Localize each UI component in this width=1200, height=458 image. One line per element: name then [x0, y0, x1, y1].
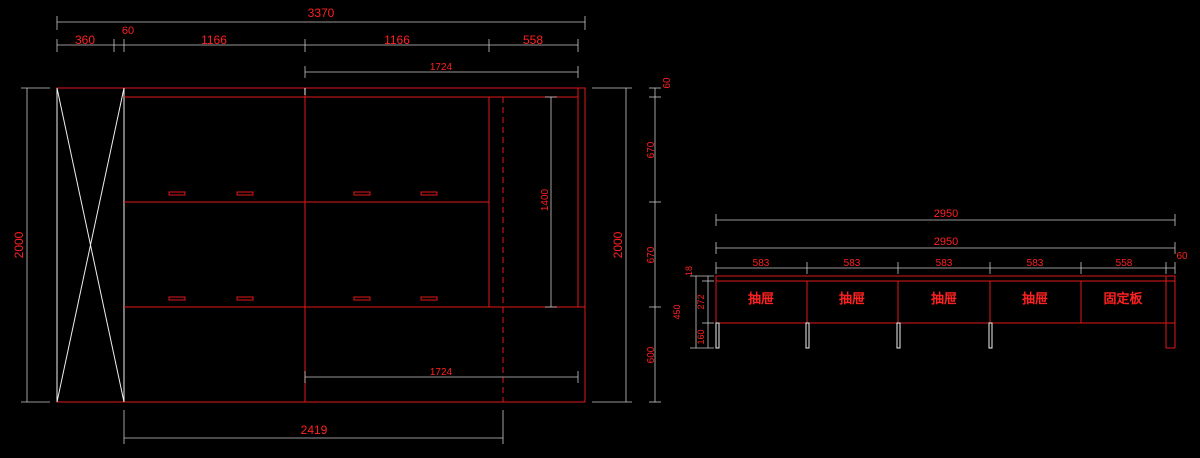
- side-height-dimensions: 18 272 450 160: [672, 266, 714, 349]
- side-height-label-4: 160: [696, 329, 706, 344]
- overall-width-dimension: 3370: [56, 6, 586, 30]
- front-view: 3370 360 60 1166 1166 558 1724: [12, 6, 673, 444]
- base-width-label: 2419: [301, 423, 328, 437]
- segment-label-2: 60: [122, 25, 134, 37]
- upper-span-dimension: 1724: [304, 62, 579, 78]
- side-segment-label-5: 558: [1116, 258, 1133, 269]
- segment-label-5: 558: [523, 33, 543, 47]
- side-height-label-3: 450: [672, 304, 682, 319]
- side-segment-dimensions: 583 583 583 583 558 60: [715, 251, 1188, 274]
- segment-label-4: 1166: [384, 33, 410, 47]
- side-segment-label-6: 60: [1176, 251, 1188, 262]
- inner-height-dimension: 1400: [540, 96, 557, 308]
- side-segment-label-4: 583: [1027, 258, 1044, 269]
- right-segment-label-1: 60: [662, 77, 673, 89]
- right-segment-label-3: 670: [646, 246, 657, 263]
- side-overall-dimension-1: 2950: [715, 208, 1176, 226]
- upper-span-label: 1724: [430, 62, 453, 73]
- right-height-dimension: 2000: [592, 87, 632, 403]
- cabinet-outline: [56, 87, 586, 403]
- side-height-label-2: 272: [696, 294, 706, 309]
- side-cabinet-body: [715, 275, 1176, 349]
- side-overall-width-label-1: 2950: [934, 208, 958, 220]
- drawer-labels: 抽屉 抽屉 抽屉 抽屉 固定板: [748, 291, 1144, 306]
- right-segment-label-4: 600: [646, 346, 657, 363]
- left-height-label: 2000: [12, 231, 26, 258]
- right-segment-dimensions: 60 670 670 600: [646, 77, 673, 403]
- side-segment-label-1: 583: [753, 258, 770, 269]
- inner-height-label: 1400: [540, 188, 551, 211]
- drawer-label-2: 抽屉: [839, 291, 865, 306]
- side-overall-width-label-2: 2950: [934, 236, 958, 248]
- drawer-label-3: 抽屉: [931, 291, 957, 306]
- side-overall-dimension-2: 2950: [715, 236, 1176, 254]
- side-segment-label-2: 583: [844, 258, 861, 269]
- fixed-panel-label: 固定板: [1103, 291, 1143, 306]
- right-segment-label-2: 670: [646, 141, 657, 158]
- side-segment-label-3: 583: [936, 258, 953, 269]
- left-height-dimension: 2000: [12, 87, 50, 403]
- segment-dimensions: 360 60 1166 1166 558: [56, 25, 579, 52]
- lower-span-label: 1724: [430, 367, 453, 378]
- overall-width-label: 3370: [308, 6, 335, 20]
- segment-label-3: 1166: [201, 33, 227, 47]
- segment-label-1: 360: [75, 33, 95, 47]
- side-view: 2950 2950 583 583 583 583 558 60: [672, 208, 1188, 349]
- lower-span-dimension: 1724: [304, 367, 579, 383]
- right-height-label: 2000: [611, 231, 625, 258]
- drawer-label-4: 抽屉: [1022, 291, 1048, 306]
- side-height-label-1: 18: [684, 266, 694, 276]
- base-width-dimension: 2419: [123, 410, 504, 444]
- drawer-label-1: 抽屉: [748, 291, 774, 306]
